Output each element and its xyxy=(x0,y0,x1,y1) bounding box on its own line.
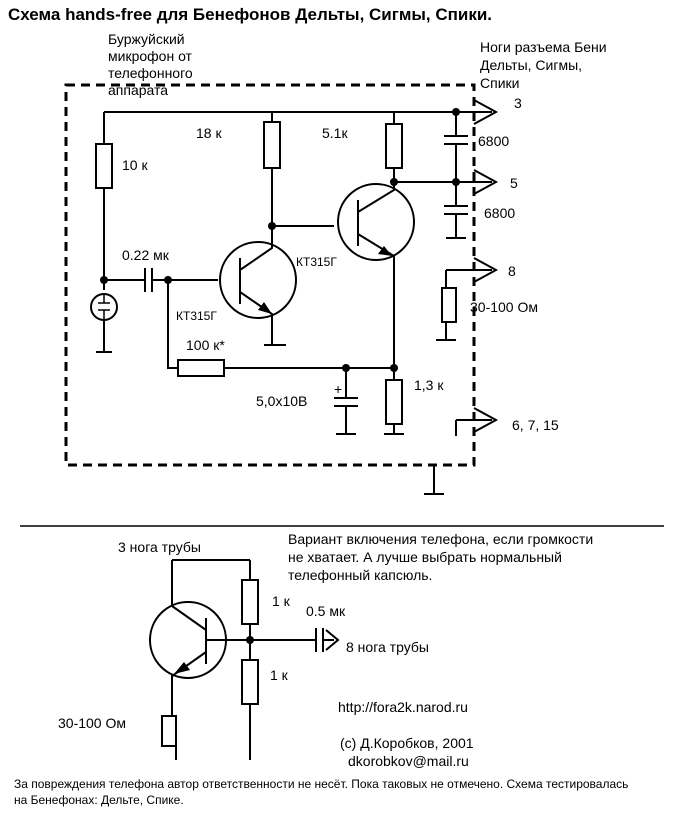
r-emitter-label: 1,3 к xyxy=(414,377,444,393)
credits-author: (с) Д.Коробков, 2001 xyxy=(340,735,474,751)
variant-pin8-label: 8 нога трубы xyxy=(346,639,429,655)
r1-resistor xyxy=(95,143,113,189)
r2-label: 18 к xyxy=(196,125,222,141)
r-feedback-resistor xyxy=(177,359,225,377)
pin8-label: 8 xyxy=(508,263,516,279)
variant-pin3-label: 3 нога трубы xyxy=(118,539,201,555)
pin3-label: 3 xyxy=(514,95,522,111)
c1-capacitor xyxy=(444,112,468,182)
device-enclosure xyxy=(64,83,476,467)
variant-r-bottom xyxy=(241,659,259,705)
pin6-wire xyxy=(455,419,492,436)
c-el-plus: + xyxy=(334,381,342,397)
connector-label-line2: Дельты, Сигмы, xyxy=(480,57,582,73)
variant-emitter-arrow xyxy=(174,662,190,674)
r3-wire-bottom xyxy=(393,168,492,183)
speaker-icon xyxy=(441,287,457,323)
r-feedback-label: 100 к* xyxy=(186,337,225,353)
mic-label-line4: аппарата xyxy=(108,82,168,98)
r3-label: 5.1к xyxy=(322,125,348,141)
feedback-wire-left xyxy=(167,280,178,369)
speaker-ground xyxy=(436,288,456,341)
q1-label-top: КТ315Г xyxy=(296,255,337,269)
r2-wire-bottom xyxy=(271,168,334,227)
variant-capacitor xyxy=(250,628,334,652)
variant-r-bottom-label: 1 к xyxy=(270,667,289,683)
connector-label-line1: Ноги разъема Бени xyxy=(480,39,607,55)
pin6-arrow xyxy=(473,407,499,433)
variant-speaker-icon xyxy=(161,715,177,747)
mic-ground xyxy=(96,320,112,353)
r3-resistor xyxy=(385,123,403,169)
emitter-junction xyxy=(390,364,398,372)
variant-cap-label: 0.5 мк xyxy=(306,603,346,619)
variant-r-top xyxy=(241,579,259,625)
footer-line1: За повреждения телефона автор ответствен… xyxy=(14,777,628,791)
variant-r-top-label: 1 к xyxy=(272,593,291,609)
connector-label-line3: Спики xyxy=(480,75,519,91)
c-in-label: 0.22 мк xyxy=(122,247,170,263)
variant-pin8-arrow xyxy=(325,629,340,651)
variant-desc-line2: не хватает. А лучше выбрать нормальный xyxy=(288,549,562,565)
variant-desc-line3: телефонный капсюль. xyxy=(288,567,432,583)
credits-email: dkorobkov@mail.ru xyxy=(348,753,469,769)
q1-collector-junction xyxy=(268,222,276,230)
c2-capacitor xyxy=(444,182,468,239)
pin5-arrow xyxy=(473,169,499,195)
page-title: Схема hands-free для Бенефонов Дельты, С… xyxy=(8,5,492,24)
variant-leads xyxy=(171,605,207,716)
credits-url: http://fora2k.narod.ru xyxy=(338,699,468,715)
q2-emitter-arrow xyxy=(378,246,392,256)
mic-symbol xyxy=(98,294,110,320)
pin6-label: 6, 7, 15 xyxy=(512,417,559,433)
pin3-arrow xyxy=(473,99,499,125)
r2-resistor xyxy=(263,121,281,169)
r-emitter-resistor xyxy=(385,379,403,425)
r-emitter-ground xyxy=(384,424,404,435)
speaker-label: 30-100 Ом xyxy=(470,299,538,315)
q2-collector-junction xyxy=(390,178,398,186)
q1-transistor xyxy=(219,241,297,319)
variant-desc-line1: Вариант включения телефона, если громкос… xyxy=(288,531,593,547)
c2-label: 6800 xyxy=(484,205,515,221)
c-el-label: 5,0х10В xyxy=(256,393,307,409)
variant-speaker-label: 30-100 Ом xyxy=(58,715,126,731)
footer-line2: на Бенефонах: Дельте, Спике. xyxy=(14,793,184,807)
c1-label: 6800 xyxy=(478,133,509,149)
c-electrolytic xyxy=(334,368,358,435)
mic-label-line1: Буржуйский xyxy=(108,31,185,47)
enclosure-ground xyxy=(424,465,444,495)
q1-emitter-arrow xyxy=(258,302,272,314)
mic-label-line3: телефонного xyxy=(108,65,193,81)
r1-label: 10 к xyxy=(122,157,148,173)
pin5-label: 5 xyxy=(510,175,518,191)
mic-label-line2: микрофон от xyxy=(108,48,193,64)
pin8-arrow xyxy=(473,257,499,283)
c-in-capacitor xyxy=(104,268,218,292)
variant-top-wire xyxy=(171,559,250,606)
q2-transistor xyxy=(337,183,415,261)
q1-label-bottom: КТ315Г xyxy=(176,309,217,323)
pin8-wire xyxy=(445,269,492,288)
